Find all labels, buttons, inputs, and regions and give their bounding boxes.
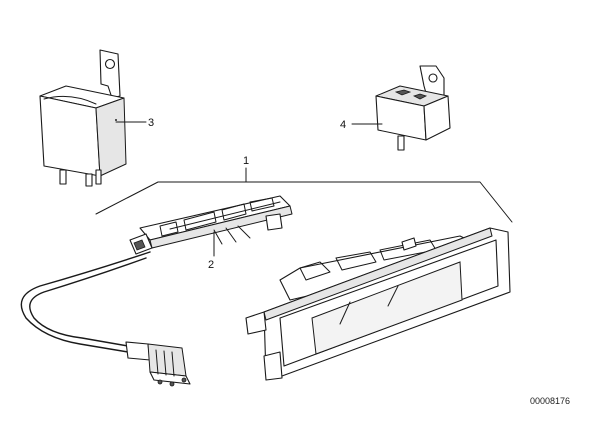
display-panel-part-1 bbox=[245, 227, 511, 381]
cable-connector bbox=[125, 341, 191, 387]
reference-number: 00008176 bbox=[530, 396, 570, 406]
callout-4: 4 bbox=[340, 119, 346, 131]
relay-part-3 bbox=[39, 49, 127, 187]
assembly-bracket bbox=[95, 167, 513, 223]
callout-2: 2 bbox=[208, 259, 214, 271]
callout-1: 1 bbox=[243, 155, 249, 167]
relay-part-4 bbox=[375, 65, 451, 151]
circuit-board-part-2 bbox=[129, 195, 293, 255]
callout-leaders bbox=[115, 121, 383, 257]
callout-3: 3 bbox=[148, 117, 154, 129]
wiring-cable bbox=[20, 251, 191, 387]
